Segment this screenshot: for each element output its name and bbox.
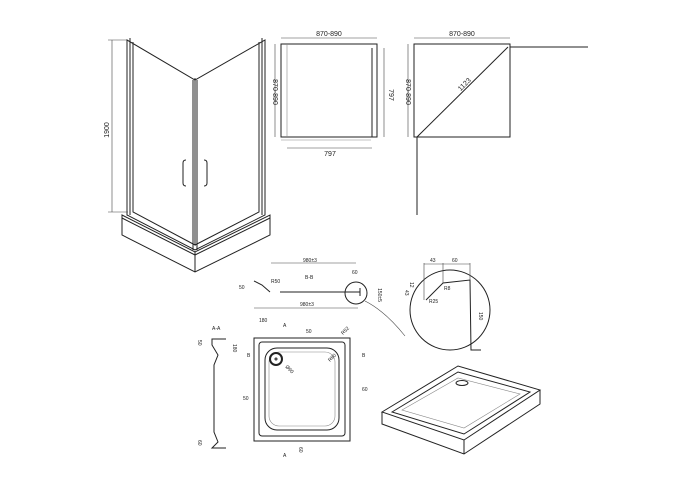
bottom-length-dimension: 980±3 (300, 302, 314, 308)
cut-b-left: B (247, 353, 251, 359)
section-a-a: A-A 50 60 (196, 326, 226, 449)
bottom-rim-width: 60 (297, 447, 303, 453)
detail-dim-3: 43 (403, 290, 409, 296)
cut-a-bottom: A (283, 453, 287, 459)
door-depth-dimension: 797 (387, 89, 394, 101)
inner-radius: R80 (327, 353, 338, 364)
detail-height: 150 (477, 312, 483, 321)
top-length-dimension: 980±3 (303, 258, 317, 264)
height-dimension: 150±5 (376, 288, 382, 302)
door-width-dimension: 797 (324, 151, 336, 158)
cut-a-top: A (283, 323, 287, 329)
detail-width-label: 60 (352, 270, 358, 276)
tray-plan-view: 180 A A B B 180 50 R52 R80 Ø90 50 60 60 (231, 318, 368, 459)
right-rim-width: 60 (362, 387, 368, 393)
diagonal-dimension: 1123 (457, 77, 473, 93)
section-title: A-A (212, 326, 221, 332)
height-dimension: 1900 (104, 122, 111, 138)
depth-dimension: 870-890 (271, 79, 278, 105)
detail-radius-1: R8 (444, 286, 451, 292)
bottom-dimension: 60 (196, 440, 202, 446)
cut-b-right: B (362, 353, 366, 359)
offset-dimension: 180 (259, 318, 268, 324)
plan-view-corner: 870-890 870-890 1123 (404, 31, 588, 215)
depth-dimension: 870-890 (404, 79, 411, 105)
detail-view: 43 60 43 12 R8 R25 150 (403, 258, 491, 351)
left-dimension: 50 (239, 285, 245, 291)
section-title: B-B (305, 275, 314, 281)
top-dimension: 50 (196, 340, 202, 346)
drain-offset: 180 (231, 344, 237, 353)
detail-dim-4: 12 (408, 282, 414, 288)
detail-dim-2: 60 (452, 258, 458, 264)
corner-radius: R52 (340, 326, 351, 337)
plan-view-doors: 870-890 870-890 797 797 (271, 31, 394, 158)
enclosure-3d-view: 1900 (104, 38, 271, 273)
tray-3d-view (380, 365, 542, 455)
drain-diameter: Ø90 (284, 364, 295, 375)
radius-label: R50 (271, 279, 280, 285)
left-rim-width: 50 (243, 396, 249, 402)
width-dimension: 870-890 (449, 31, 475, 38)
top-rim-width: 50 (306, 329, 312, 335)
detail-radius-2: R25 (429, 299, 438, 305)
width-dimension: 870-890 (316, 31, 342, 38)
section-b-b: 980±3 B-B R50 60 50 980±3 150±5 (239, 258, 406, 337)
detail-dim-1: 43 (430, 258, 436, 264)
